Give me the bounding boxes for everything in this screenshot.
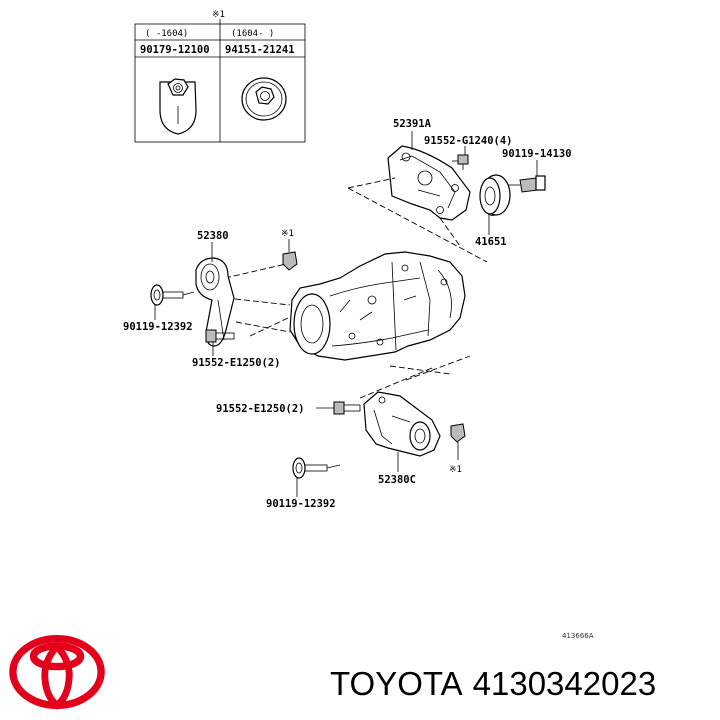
label-90119-12392-b: 90119-12392 bbox=[266, 498, 336, 510]
plate-nut-icon bbox=[159, 78, 197, 135]
part-number: 4130342023 bbox=[472, 665, 657, 702]
drawing-code: 413666A bbox=[562, 632, 594, 640]
label-91552-e1250-a: 91552-E1250(2) bbox=[192, 357, 281, 369]
bolt-91552-g1240-icon bbox=[452, 154, 469, 170]
bolt-90119-12392-b-icon bbox=[292, 457, 341, 479]
table-col2-part: 94151-21241 bbox=[225, 44, 295, 56]
mount-52380c bbox=[363, 391, 441, 457]
brand-name: TOYOTA bbox=[330, 665, 463, 702]
label-91552-g1240: 91552-G1240(4) bbox=[424, 135, 513, 147]
small-nut-a-icon bbox=[282, 251, 298, 271]
label-52391a: 52391A bbox=[393, 118, 432, 130]
mount-52380 bbox=[195, 257, 235, 347]
guide-lines bbox=[224, 177, 488, 399]
washer-nut-icon bbox=[241, 77, 287, 121]
table-note-mark: ※1 bbox=[212, 10, 225, 20]
label-90119-14130: 90119-14130 bbox=[502, 148, 572, 160]
label-41651: 41651 bbox=[475, 236, 507, 248]
note-a: ※1 bbox=[281, 229, 294, 239]
bolt-90119-12392-a-icon bbox=[150, 284, 195, 306]
table-col1-part: 90179-12100 bbox=[140, 44, 210, 56]
toyota-logo-icon bbox=[9, 635, 105, 710]
label-90119-12392-a: 90119-12392 bbox=[123, 321, 193, 333]
bolt-90119-14130-icon bbox=[508, 175, 546, 193]
label-52380: 52380 bbox=[197, 230, 229, 242]
bushing-41651-icon bbox=[479, 174, 511, 216]
table-col1-header: ( -1604) bbox=[145, 29, 188, 39]
bolt-91552-e1250-b-icon bbox=[333, 401, 361, 415]
note-b: ※1 bbox=[449, 465, 462, 475]
label-91552-e1250-b: 91552-E1250(2) bbox=[216, 403, 305, 415]
bolt-91552-e1250-a-icon bbox=[205, 329, 235, 343]
differential-housing bbox=[289, 251, 466, 361]
small-nut-b-icon bbox=[450, 423, 466, 443]
label-52380c: 52380C bbox=[378, 474, 416, 486]
bracket-52391a bbox=[387, 145, 471, 221]
reference-table: ※1 ( -1604) (1604- ) 90179-12100 94151-2… bbox=[134, 10, 306, 143]
table-col2-header: (1604- ) bbox=[231, 29, 274, 39]
